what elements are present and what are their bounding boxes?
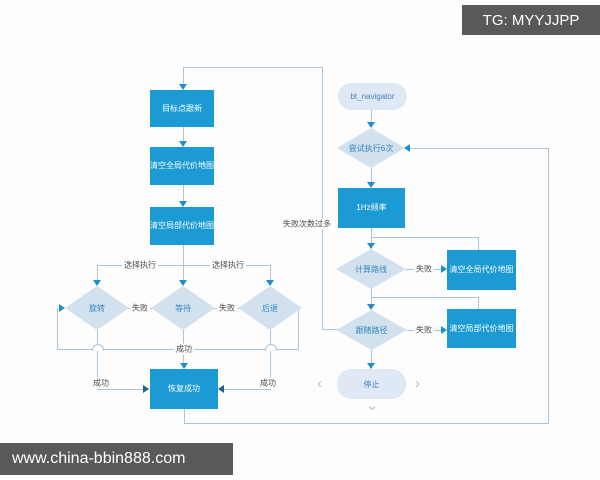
connector-clearlocal-up xyxy=(478,297,479,309)
tg-watermark-badge: TG: MYYJJPP xyxy=(462,5,600,35)
label-select-exec-right: 选择执行 xyxy=(210,259,246,271)
arrowhead xyxy=(367,304,375,310)
label-fail-wait-backup: 失败 xyxy=(217,302,237,314)
connector-backup-down xyxy=(270,330,271,390)
connector-clearglobal-up xyxy=(478,237,479,250)
line-hop xyxy=(92,344,104,351)
label-fail-compute: 失败 xyxy=(414,263,434,275)
node-clear-global-right: 清空全局代价地图 xyxy=(447,250,516,290)
label-success-left: 成功 xyxy=(91,377,111,389)
arrowhead xyxy=(441,326,447,334)
connector-right-loop xyxy=(298,308,299,350)
node-rate: 1Hz频率 xyxy=(338,188,405,228)
connector-clearglobal-clearlocal xyxy=(183,185,184,203)
connector-goal-clearglobal xyxy=(183,127,184,143)
label-fail-spin-wait: 失败 xyxy=(130,302,150,314)
node-goal-update: 目标点跟新 xyxy=(150,90,214,127)
connector-spin-down xyxy=(97,330,98,390)
node-recovery-success: 恢复成功 xyxy=(150,369,218,409)
next-arrow-icon[interactable]: › xyxy=(415,375,420,392)
connector-recovery-out xyxy=(184,409,185,424)
label-success-loop: 成功 xyxy=(174,343,194,355)
arrowhead xyxy=(179,84,187,90)
node-compute-path: 计算路线 xyxy=(336,249,406,289)
label-fail-follow: 失败 xyxy=(414,324,434,336)
arrowhead xyxy=(367,363,375,369)
down-arrow-icon[interactable]: ⌄ xyxy=(366,397,379,414)
connector-clearglobal-return xyxy=(371,237,478,238)
node-stop: 停止 xyxy=(337,369,406,399)
arrowhead xyxy=(143,385,149,393)
connector-bottom-right-loop xyxy=(548,148,549,424)
connector-branch-spin xyxy=(97,265,98,282)
arrowhead xyxy=(59,304,65,312)
node-wait: 等待 xyxy=(151,286,215,330)
arrowhead xyxy=(367,243,375,249)
connector-btnav-retry xyxy=(371,110,372,125)
connector-branch-backup xyxy=(270,265,271,282)
connector-top-left-loop xyxy=(322,67,323,330)
connector-goal-in xyxy=(183,67,184,87)
arrowhead xyxy=(367,122,375,128)
connector-clearlocal-wait xyxy=(183,245,184,282)
connector-backup-success xyxy=(222,389,270,390)
connector-clearlocal-return xyxy=(371,297,478,298)
node-backup: 后退 xyxy=(238,286,302,330)
connector-follow-stop xyxy=(371,350,372,366)
connector-bottom-loop xyxy=(184,423,548,424)
connector-compute-follow xyxy=(371,289,372,307)
arrowhead xyxy=(180,363,188,369)
node-clear-global-left: 清空全局代价地图 xyxy=(150,147,214,185)
connector-left-loop xyxy=(57,308,58,350)
connector-top-loop xyxy=(183,67,322,68)
label-success-right: 成功 xyxy=(258,377,278,389)
node-clear-local-left: 清空局部代价地图 xyxy=(150,207,214,245)
connector-spin-success xyxy=(97,389,146,390)
arrowhead xyxy=(367,182,375,188)
node-bt-navigator: bt_navigator xyxy=(338,83,407,110)
arrowhead xyxy=(218,385,224,393)
label-select-exec-left: 选择执行 xyxy=(122,259,158,271)
prev-arrow-icon[interactable]: ‹ xyxy=(317,375,322,392)
connector-retry-return xyxy=(410,148,548,149)
node-retry: 尝试执行6次 xyxy=(337,128,405,168)
label-too-many-failures: 失败次数过多 xyxy=(281,218,333,230)
node-spin: 旋转 xyxy=(65,286,129,330)
line-hop xyxy=(265,344,277,351)
arrowhead xyxy=(404,144,410,152)
node-follow-path: 跟随路径 xyxy=(336,310,407,350)
arrowhead xyxy=(93,280,101,286)
arrowhead xyxy=(179,201,187,207)
connector-retry-rate xyxy=(371,168,372,185)
connector-success-loop-a xyxy=(57,349,92,350)
arrowhead xyxy=(266,280,274,286)
arrowhead xyxy=(179,280,187,286)
node-clear-local-right: 清空局部代价地图 xyxy=(447,309,516,348)
arrowhead xyxy=(179,141,187,147)
connector-success-loop-c xyxy=(275,349,298,350)
connector-into-follow xyxy=(322,329,338,330)
connector-rate-compute xyxy=(371,228,372,246)
url-watermark-badge: www.china-bbin888.com xyxy=(0,443,233,475)
arrowhead xyxy=(441,265,447,273)
